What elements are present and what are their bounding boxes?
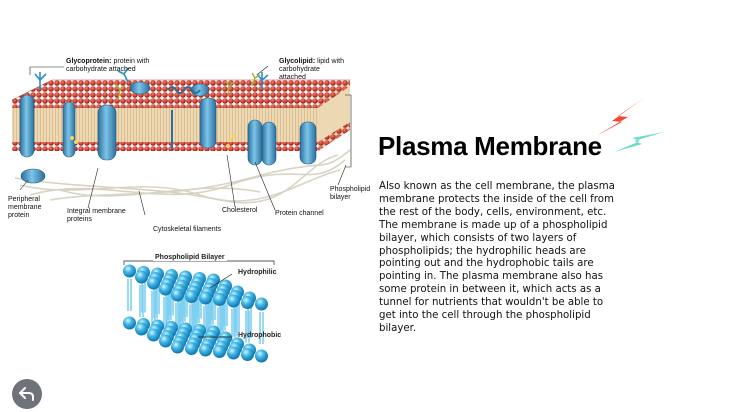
back-arrow-icon [19, 387, 34, 401]
hydrophilic-label: Hydrophilic [238, 269, 277, 276]
cytoskeletal-label: Cytoskeletal filaments [153, 226, 222, 233]
glycolipid-label: Glycolipid: lipid with carbohydrate atta… [279, 58, 344, 81]
membrane-diagram [0, 50, 365, 240]
page-title: Plasma Membrane [378, 131, 602, 161]
membrane-diagram-art [11, 65, 352, 216]
bilayer-title: Phospholipid Bilayer [153, 254, 227, 261]
hydrophobic-label: Hydrophobic [238, 332, 282, 339]
membrane-proteins [19, 81, 317, 184]
back-button[interactable] [12, 379, 42, 409]
protein-channel-label: Protein channel [275, 210, 324, 217]
description-text: Also known as the cell membrane, the pla… [379, 181, 615, 334]
bilayer-diagram-art [123, 260, 275, 363]
cholesterol-label: Cholesterol [222, 207, 258, 214]
glycoprotein-label: Glycoprotein: protein with carbohydrate … [66, 58, 150, 73]
cholesterol-molecules [70, 134, 236, 148]
bilayer-diagram [118, 253, 288, 388]
cytoskeleton-filaments [14, 149, 351, 204]
accent-lightning-icon [588, 96, 668, 156]
